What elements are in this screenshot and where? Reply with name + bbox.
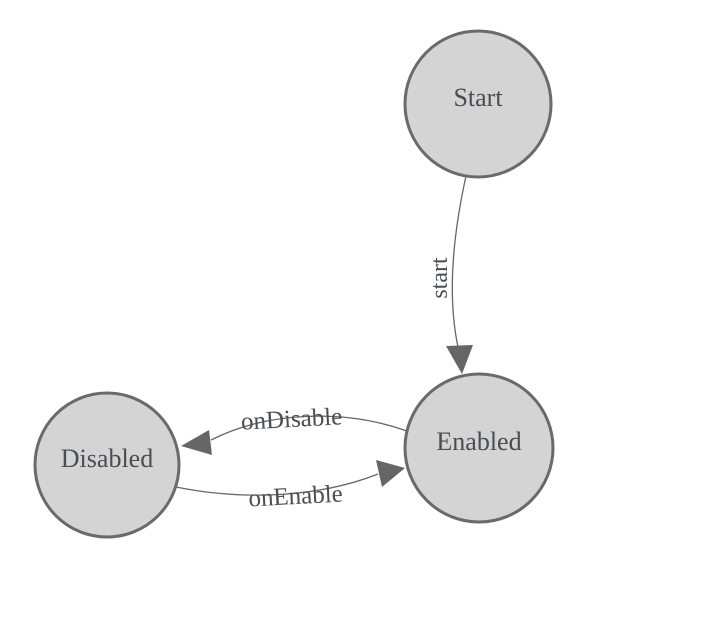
edge-enabled-to-disabled-line: [210, 415, 408, 441]
state-node-enabled[interactable]: Enabled: [403, 372, 555, 524]
edge-disabled-to-enabled-line: [175, 473, 379, 496]
state-node-disabled-circle[interactable]: [33, 391, 181, 539]
edge-label-onenable: onEnable: [248, 481, 344, 513]
state-node-disabled-label: Disabled: [61, 444, 153, 473]
edge-disabled-to-enabled: onEnable: [175, 460, 405, 513]
edge-label-ondisable: onDisable: [240, 403, 343, 435]
arrowhead-start-to-enabled: [446, 345, 473, 374]
state-node-enabled-label: Enabled: [436, 427, 521, 456]
state-node-start-label: Start: [453, 83, 503, 112]
state-node-enabled-circle[interactable]: [403, 372, 555, 524]
state-node-start[interactable]: Start: [403, 29, 553, 179]
edge-enabled-to-disabled: onDisable: [181, 403, 408, 455]
arrowhead-disabled-to-enabled: [376, 460, 405, 487]
edge-label-start: start: [427, 257, 453, 299]
edge-start-to-enabled: start: [427, 175, 473, 374]
arrowhead-enabled-to-disabled: [181, 430, 212, 455]
state-node-start-circle[interactable]: [403, 29, 553, 179]
state-node-disabled[interactable]: Disabled: [33, 391, 181, 539]
edge-start-to-enabled-line: [451, 175, 467, 348]
